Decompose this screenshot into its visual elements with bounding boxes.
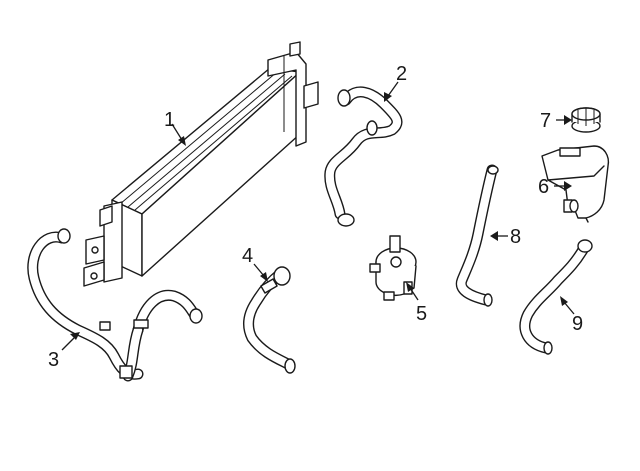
callout-2: 2 [384,63,407,102]
callout-6: 6 [538,176,572,198]
radiator [83,41,319,287]
return-hose [519,239,593,355]
callout-4-label: 4 [242,245,253,267]
reservoir-cap [571,107,601,133]
callout-8: 8 [490,226,521,248]
callout-1-label: 1 [164,109,175,131]
callout-3-label: 3 [48,349,59,371]
lower-hose [27,228,203,382]
callout-9-label: 9 [572,313,583,335]
water-pump [369,235,417,301]
callout-5: 5 [406,282,427,325]
callout-7-label: 7 [540,110,551,132]
callout-1: 1 [164,109,186,146]
callout-6-label: 6 [538,176,549,198]
overflow-hose [455,164,499,307]
callout-4: 4 [242,245,268,282]
callout-9: 9 [560,296,583,335]
callout-5-label: 5 [416,303,427,325]
callout-8-label: 8 [510,226,521,248]
callout-7: 7 [540,110,572,132]
callout-3: 3 [48,332,80,371]
upper-hose [324,86,403,227]
bypass-hose [243,266,296,374]
reservoir [541,145,610,223]
callout-2-label: 2 [396,63,407,85]
